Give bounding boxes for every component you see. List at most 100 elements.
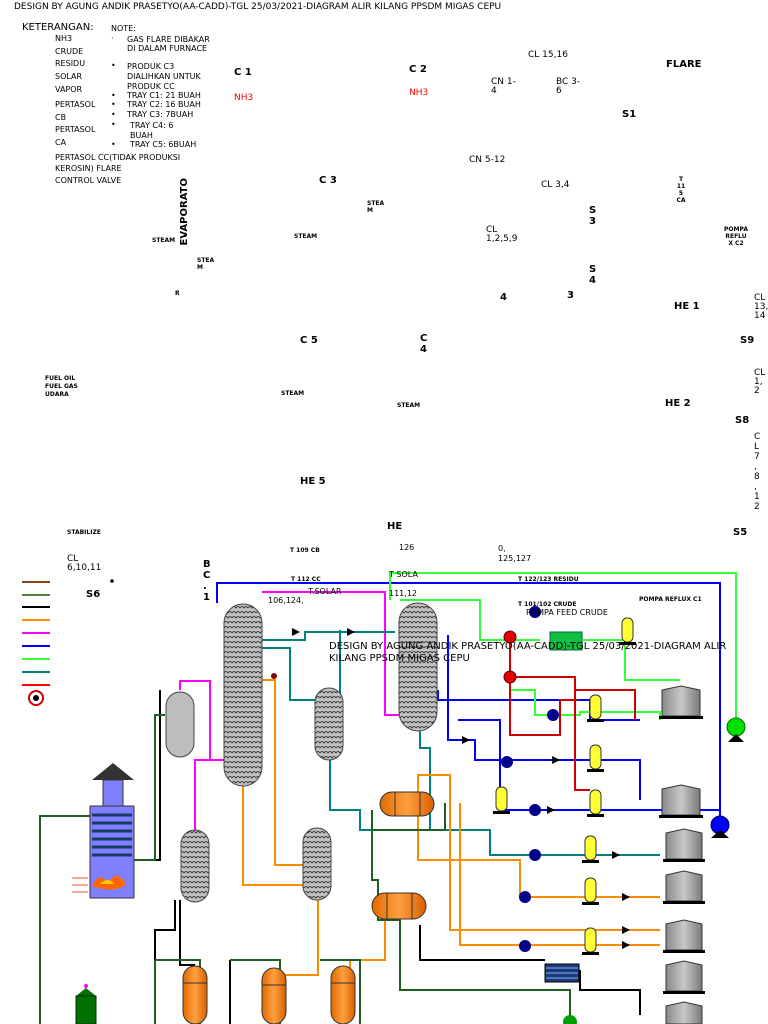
- label-he5: HE 5: [300, 476, 326, 487]
- note-item: TRAY C5: 6BUAH: [130, 140, 197, 149]
- label-tank: T SOLA: [389, 570, 418, 579]
- pump-icon: [519, 940, 531, 952]
- storage-tank: [663, 870, 705, 904]
- label-bc1: B C . 1: [203, 559, 211, 603]
- storage-tank: [659, 685, 703, 719]
- note-item: PRODUK C3 DIALIHKAN UNTUK PRODUK CC: [127, 62, 201, 91]
- yellow-vessel: [587, 744, 604, 772]
- label-cn: CN 5-12: [469, 155, 506, 165]
- label-pompa-feed: POMPA FEED CRUDE: [526, 608, 608, 617]
- large-pump-icon: [710, 815, 730, 838]
- label-flare: FLARE: [666, 59, 702, 70]
- label-nh3: NH3: [409, 88, 429, 98]
- label-pompa-reflux: POMPA REFLU X C2: [724, 226, 748, 247]
- column-c2: [398, 602, 438, 732]
- label-stabilize: STABILIZE: [67, 529, 101, 536]
- yellow-vessel: [587, 694, 604, 722]
- label-tank: T 112 CC: [291, 576, 321, 583]
- label-s3: S 3: [589, 205, 597, 227]
- yellow-vessel: [493, 786, 510, 814]
- label-num: 126: [399, 543, 415, 552]
- label-cn: CN 1-4: [491, 77, 516, 97]
- label-cl: CL 6,10,11: [67, 554, 102, 574]
- yellow-vessel: [582, 877, 599, 905]
- label-steam: STEAM: [152, 237, 176, 244]
- label-num: 106,124,: [268, 596, 304, 605]
- label-cl: CL 3,4: [541, 180, 570, 190]
- pump-icon: [519, 891, 531, 903]
- horizontal-drum: [379, 791, 435, 817]
- label-tank: T 122/123 RESIDU: [518, 576, 579, 583]
- label-c2: C 2: [409, 64, 427, 75]
- label-he: HE: [387, 521, 403, 532]
- legend-item: NH3: [55, 34, 73, 43]
- watermark-text: DESIGN BY AGUNG ANDIK PRASETYO(AA-CADD)-…: [329, 641, 727, 664]
- legend-item: SOLAR: [55, 72, 83, 81]
- yellow-vessel: [587, 789, 604, 817]
- note-item: TRAY C3: 7BUAH: [127, 110, 194, 119]
- legend-item: VAPOR: [55, 85, 83, 94]
- horizontal-drum: [371, 892, 427, 920]
- pump-icon: [271, 673, 277, 679]
- label-bc: BC 3-6: [556, 77, 581, 97]
- note-item: TRAY C2: 16 BUAH: [127, 100, 201, 109]
- pump-icon: [547, 709, 559, 721]
- storage-tank: [663, 828, 705, 862]
- label-he2: HE 2: [665, 398, 691, 409]
- yellow-vessel: [582, 927, 599, 955]
- label-tank: T 11 5 CA: [676, 176, 686, 204]
- legend-item: PERTASOL CC(TIDAK PRODUKSI KEROSIN) FLAR…: [55, 153, 181, 173]
- yellow-vessel: [619, 617, 636, 645]
- label-3: 3: [567, 290, 574, 301]
- large-pump-icon: [726, 717, 746, 742]
- pump-icon: [501, 756, 513, 768]
- label-steam: STEA: [367, 200, 385, 207]
- cooler: [544, 963, 580, 983]
- label-steam: STEAM: [294, 233, 318, 240]
- column-c4: [314, 687, 344, 761]
- label-cl: CL 13, 14: [754, 293, 768, 321]
- stabilizer-vessel: [75, 984, 97, 1024]
- label-steam: STEA: [197, 257, 215, 264]
- legend-item: CONTROL VALVE: [55, 176, 122, 185]
- control-valve-icon: [28, 690, 44, 706]
- label-num: 111,12: [389, 589, 417, 598]
- pump-icon: [529, 606, 541, 618]
- label-cl: CL 15,16: [528, 50, 568, 60]
- note-item: TRAY C1: 21 BUAH: [127, 91, 201, 100]
- label-steam: STEAM: [397, 402, 421, 409]
- label-c5: C 5: [300, 335, 318, 346]
- vertical-drum: [182, 965, 208, 1024]
- vertical-drum: [330, 965, 356, 1024]
- label-c1: C 1: [234, 67, 252, 78]
- label-pompa-reflux: POMPA REFLUX C1: [639, 596, 702, 603]
- label-c4: C 4: [420, 333, 428, 355]
- pump-icon: [503, 630, 517, 644]
- label-tank: T.SOLAR: [308, 587, 342, 596]
- column-c1: [223, 603, 263, 787]
- label-fuel-oil: FUEL OIL: [45, 375, 76, 382]
- label-num: 0, 125,127: [498, 544, 532, 563]
- column-c3: [180, 829, 210, 903]
- label-he1: HE 1: [674, 301, 700, 312]
- vertical-drum: [261, 967, 287, 1024]
- label-c3: C 3: [319, 175, 337, 186]
- furnace: [72, 763, 135, 899]
- pump-icon: [563, 1015, 577, 1024]
- label-s9: S9: [740, 335, 755, 346]
- legend-item: CRUDE: [55, 47, 84, 56]
- legend-lines: [22, 581, 50, 686]
- label-steam-m: M: [197, 264, 203, 271]
- diagram-title: DESIGN BY AGUNG ANDIK PRASETYO(AA-CADD)-…: [14, 2, 502, 12]
- storage-tank: [659, 784, 703, 818]
- label-nh3: NH3: [234, 93, 254, 103]
- label-tank: T 101/102 CRUDE: [518, 601, 577, 608]
- legend-item: PERTASOL CB: [55, 100, 96, 122]
- notes-title: NOTE:: [111, 24, 136, 33]
- storage-tank: [663, 919, 705, 953]
- label-cl: C L 7 , 8 , 1 2: [754, 432, 761, 512]
- label-s6: S6: [86, 589, 101, 600]
- label-steam-m: M: [367, 207, 373, 214]
- legend-item: PERTASOL CA: [55, 125, 96, 147]
